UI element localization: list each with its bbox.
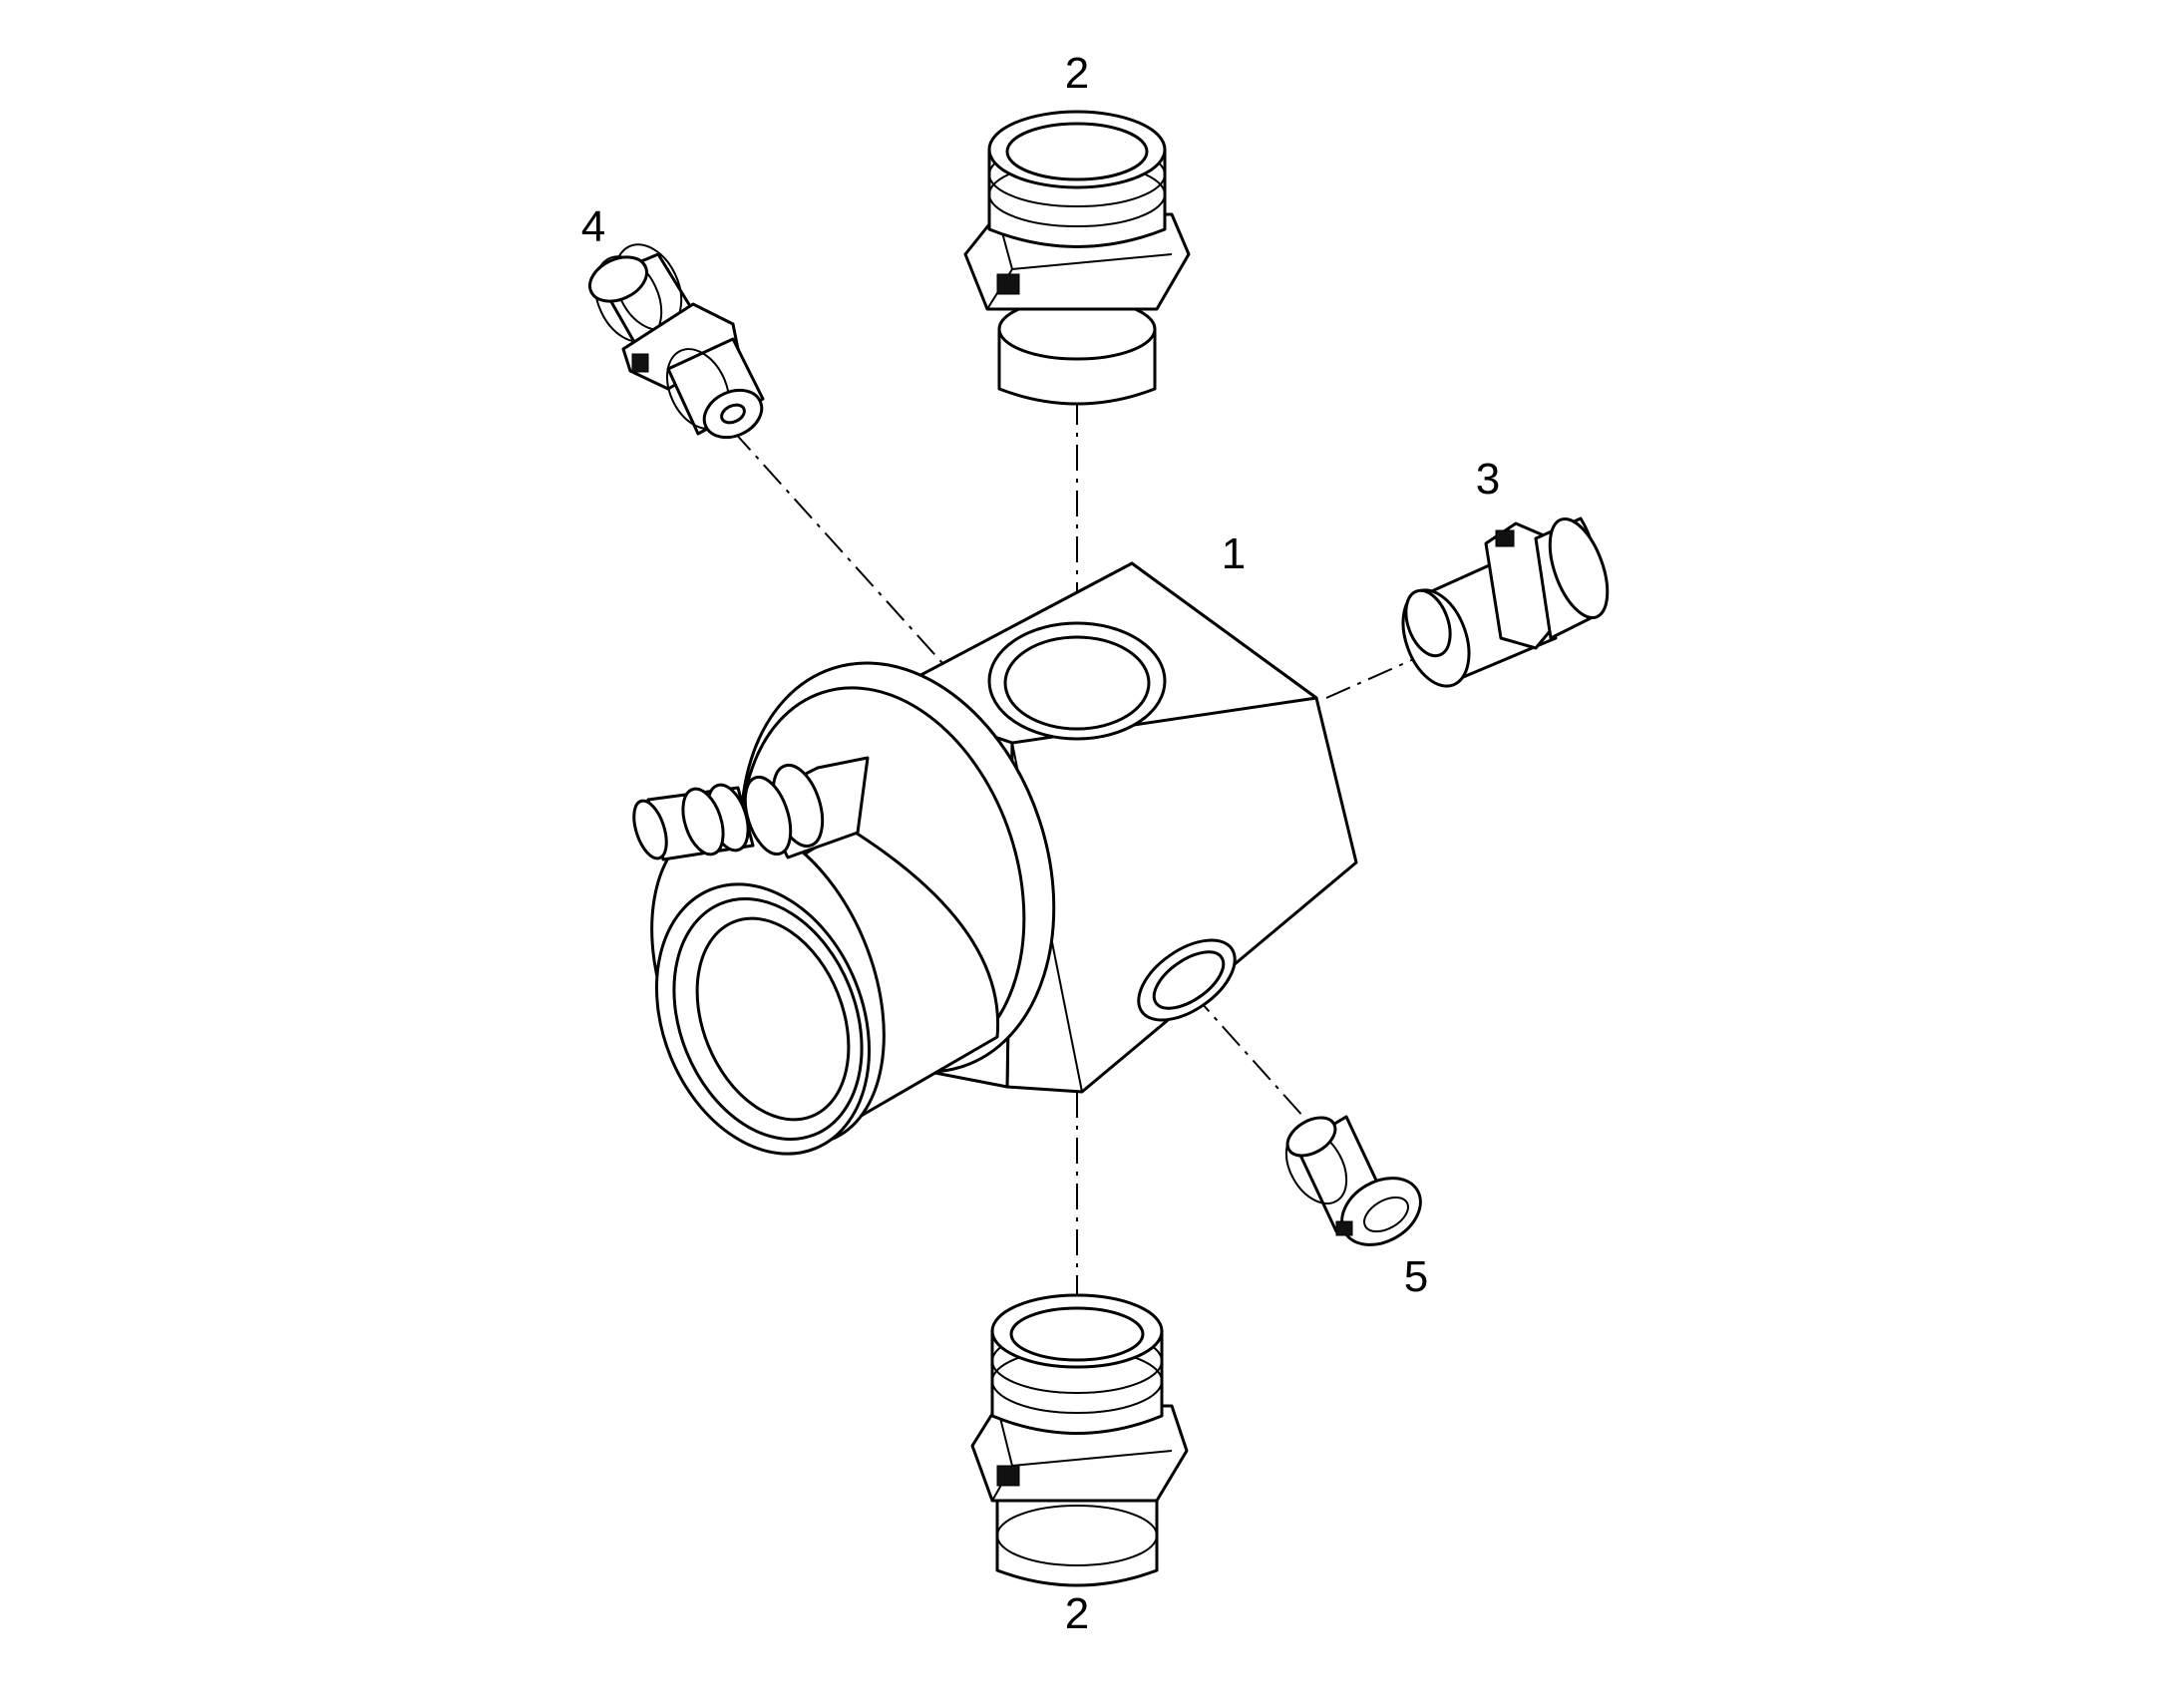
callout-labels: 2 4 3 1 5 2 xyxy=(581,49,1500,1638)
marking-tag-4 xyxy=(631,353,649,373)
marking-tag-top xyxy=(996,273,1020,295)
callout-item-5: 5 xyxy=(1404,1252,1428,1301)
fitting-part-4 xyxy=(588,243,765,440)
axis-fitting-4 xyxy=(732,430,943,664)
callout-item-1: 1 xyxy=(1222,529,1246,578)
axis-fitting-3 xyxy=(1325,657,1417,699)
callout-item-2-top: 2 xyxy=(1065,49,1089,98)
main-body-part-1 xyxy=(632,561,1358,1156)
callout-item-4: 4 xyxy=(581,202,605,251)
fitting-part-2-top xyxy=(963,110,1191,406)
callout-item-2-bottom: 2 xyxy=(1065,1589,1089,1638)
plug-part-5 xyxy=(1284,1115,1422,1246)
fitting-part-3 xyxy=(1401,516,1610,688)
marking-tag-bottom xyxy=(996,1465,1020,1487)
inlet-opening-bore xyxy=(695,916,851,1122)
axis-plug-5 xyxy=(1191,991,1322,1138)
fitting-part-2-bottom xyxy=(970,1293,1189,1587)
fitting-3-opening xyxy=(1404,588,1452,658)
top-port-inner xyxy=(1003,635,1151,731)
callout-item-3: 3 xyxy=(1476,455,1500,504)
side-port-inner xyxy=(1152,950,1226,1010)
side-barb-nipple xyxy=(632,756,870,861)
marking-tag-3 xyxy=(1495,529,1515,547)
marking-tag-5 xyxy=(1335,1220,1353,1236)
